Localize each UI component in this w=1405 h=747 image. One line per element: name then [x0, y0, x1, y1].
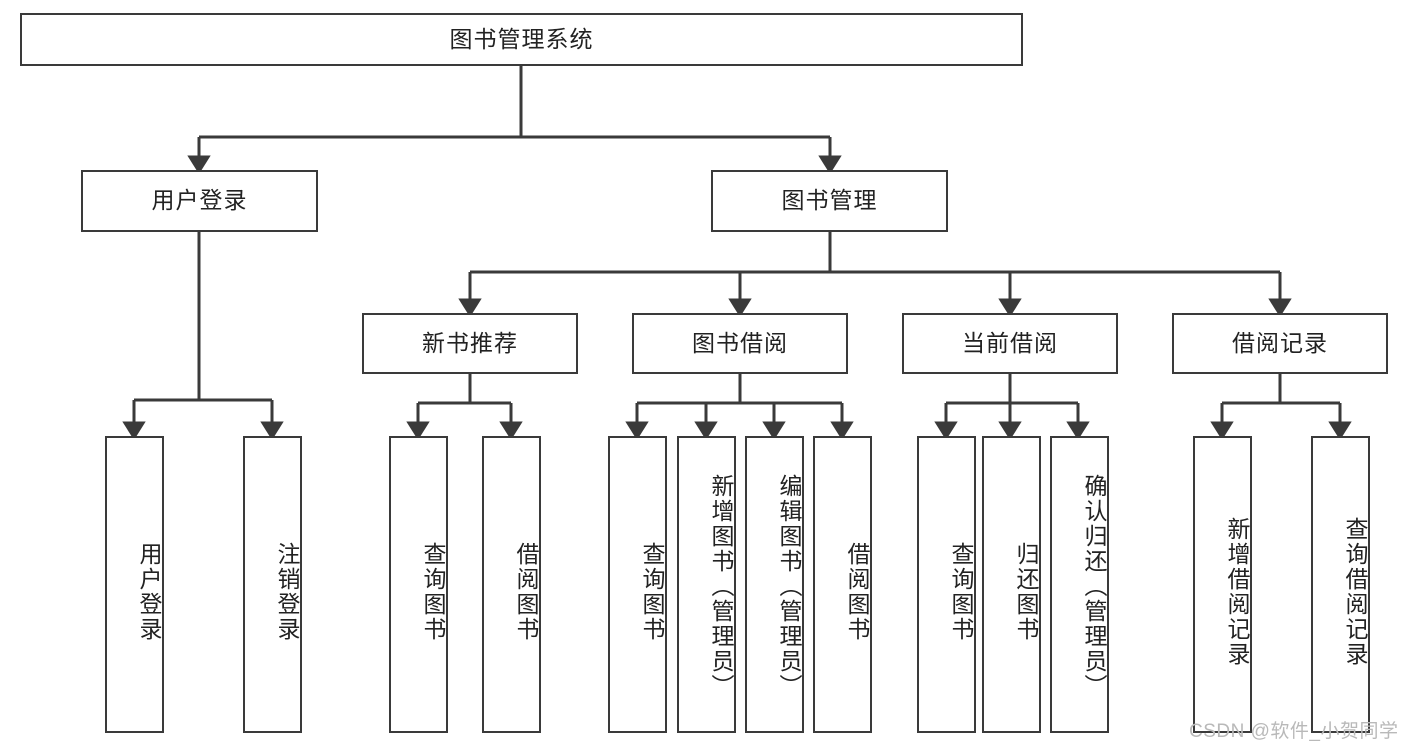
- node-label: 查询图书: [420, 541, 446, 642]
- node-label: 用户登录: [136, 541, 162, 642]
- leaf-current-borrow-confirm-return-admin[interactable]: 确认归还（管理员）: [1050, 436, 1109, 733]
- node-label: 查询图书: [639, 541, 665, 642]
- node-user-login[interactable]: 用户登录: [81, 170, 318, 232]
- node-label: 借阅图书: [844, 541, 870, 642]
- node-label: 新书推荐: [422, 329, 518, 356]
- node-label: 图书管理: [781, 187, 878, 214]
- leaf-borrow-record-query-record[interactable]: 查询借阅记录: [1311, 436, 1370, 733]
- node-label: 新增借阅记录: [1224, 516, 1250, 667]
- leaf-book-borrow-query-book[interactable]: 查询图书: [608, 436, 667, 733]
- leaf-book-borrow-edit-book-admin[interactable]: 编辑图书（管理员）: [745, 436, 804, 733]
- leaf-book-borrow-borrow-book[interactable]: 借阅图书: [813, 436, 872, 733]
- node-label: 注销登录: [274, 541, 300, 642]
- node-label: 借阅记录: [1232, 329, 1328, 356]
- watermark: CSDN @软件_小贺同学: [1189, 721, 1399, 742]
- node-label: 查询图书: [948, 541, 974, 642]
- leaf-book-borrow-add-book-admin[interactable]: 新增图书（管理员）: [677, 436, 736, 733]
- leaf-user-login-login[interactable]: 用户登录: [105, 436, 164, 733]
- leaf-current-borrow-return-book[interactable]: 归还图书: [982, 436, 1041, 733]
- node-label: 用户登录: [151, 187, 248, 214]
- node-label: 新增图书（管理员）: [708, 474, 734, 699]
- leaf-new-book-query-book[interactable]: 查询图书: [389, 436, 448, 733]
- leaf-new-book-borrow-book[interactable]: 借阅图书: [482, 436, 541, 733]
- node-current-borrow[interactable]: 当前借阅: [902, 313, 1118, 374]
- node-label: 归还图书: [1013, 541, 1039, 642]
- node-borrow-record[interactable]: 借阅记录: [1172, 313, 1388, 374]
- node-label: 图书管理系统: [449, 25, 594, 52]
- node-root-book-management-system[interactable]: 图书管理系统: [20, 13, 1023, 66]
- leaf-borrow-record-add-record[interactable]: 新增借阅记录: [1193, 436, 1252, 733]
- node-label: 确认归还（管理员）: [1081, 474, 1107, 699]
- node-book-borrow[interactable]: 图书借阅: [632, 313, 848, 374]
- node-label: 当前借阅: [962, 329, 1058, 356]
- leaf-user-login-logout[interactable]: 注销登录: [243, 436, 302, 733]
- node-book-management[interactable]: 图书管理: [711, 170, 948, 232]
- node-label: 图书借阅: [692, 329, 788, 356]
- node-new-book-recommend[interactable]: 新书推荐: [362, 313, 578, 374]
- leaf-current-borrow-query-book[interactable]: 查询图书: [917, 436, 976, 733]
- node-label: 查询借阅记录: [1342, 516, 1368, 667]
- node-label: 借阅图书: [513, 541, 539, 642]
- node-label: 编辑图书（管理员）: [776, 474, 802, 699]
